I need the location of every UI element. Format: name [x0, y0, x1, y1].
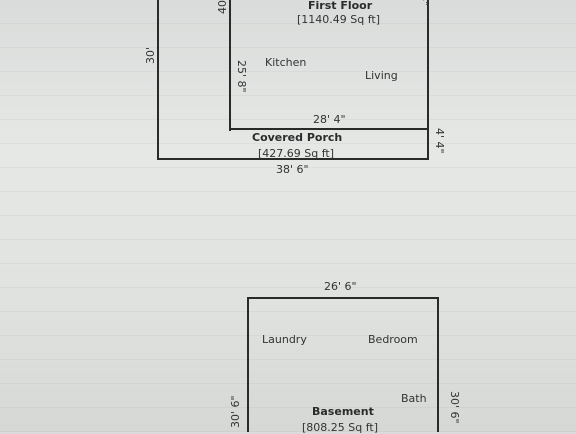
first-floor-top-right-partial-dimension: 4" — [418, 0, 431, 7]
bath-label: Bath — [401, 392, 427, 405]
covered-porch-area: [427.69 Sq ft] — [258, 147, 335, 160]
first-floor-top-left-partial-dimension: 40 — [216, 0, 229, 14]
porch-bottom-dimension: 38' 6" — [276, 163, 309, 176]
porch-outer-left-wall — [157, 0, 159, 160]
basement-area: [808.25 Sq ft] — [302, 421, 379, 434]
basement-left-dimension: 30' 6" — [229, 395, 242, 428]
basement-top-wall — [247, 297, 439, 299]
porch-outer-bottom-wall — [157, 158, 429, 160]
first-floor-title: First Floor — [308, 0, 373, 12]
basement-right-wall — [437, 297, 439, 432]
first-floor-left-dimension: 25' 8" — [235, 60, 248, 93]
covered-porch-title: Covered Porch — [252, 131, 343, 144]
first-floor-bottom-dimension: 28' 4" — [313, 113, 346, 126]
first-floor-left-wall — [229, 0, 231, 131]
basement-top-dimension: 26' 6" — [324, 280, 357, 293]
porch-outer-left-dimension: 30' — [144, 46, 157, 64]
living-label: Living — [365, 69, 398, 82]
first-floor-area: [1140.49 Sq ft] — [297, 13, 381, 26]
basement-left-wall — [247, 297, 249, 432]
basement-title: Basement — [312, 405, 374, 418]
bedroom-label: Bedroom — [368, 333, 418, 346]
porch-right-wall — [427, 0, 429, 160]
laundry-label: Laundry — [262, 333, 307, 346]
kitchen-label: Kitchen — [265, 56, 307, 69]
basement-right-dimension: 30' 6" — [448, 391, 461, 424]
first-floor-bottom-wall — [229, 128, 429, 130]
porch-right-depth-dimension: 4' 4" — [433, 128, 446, 154]
